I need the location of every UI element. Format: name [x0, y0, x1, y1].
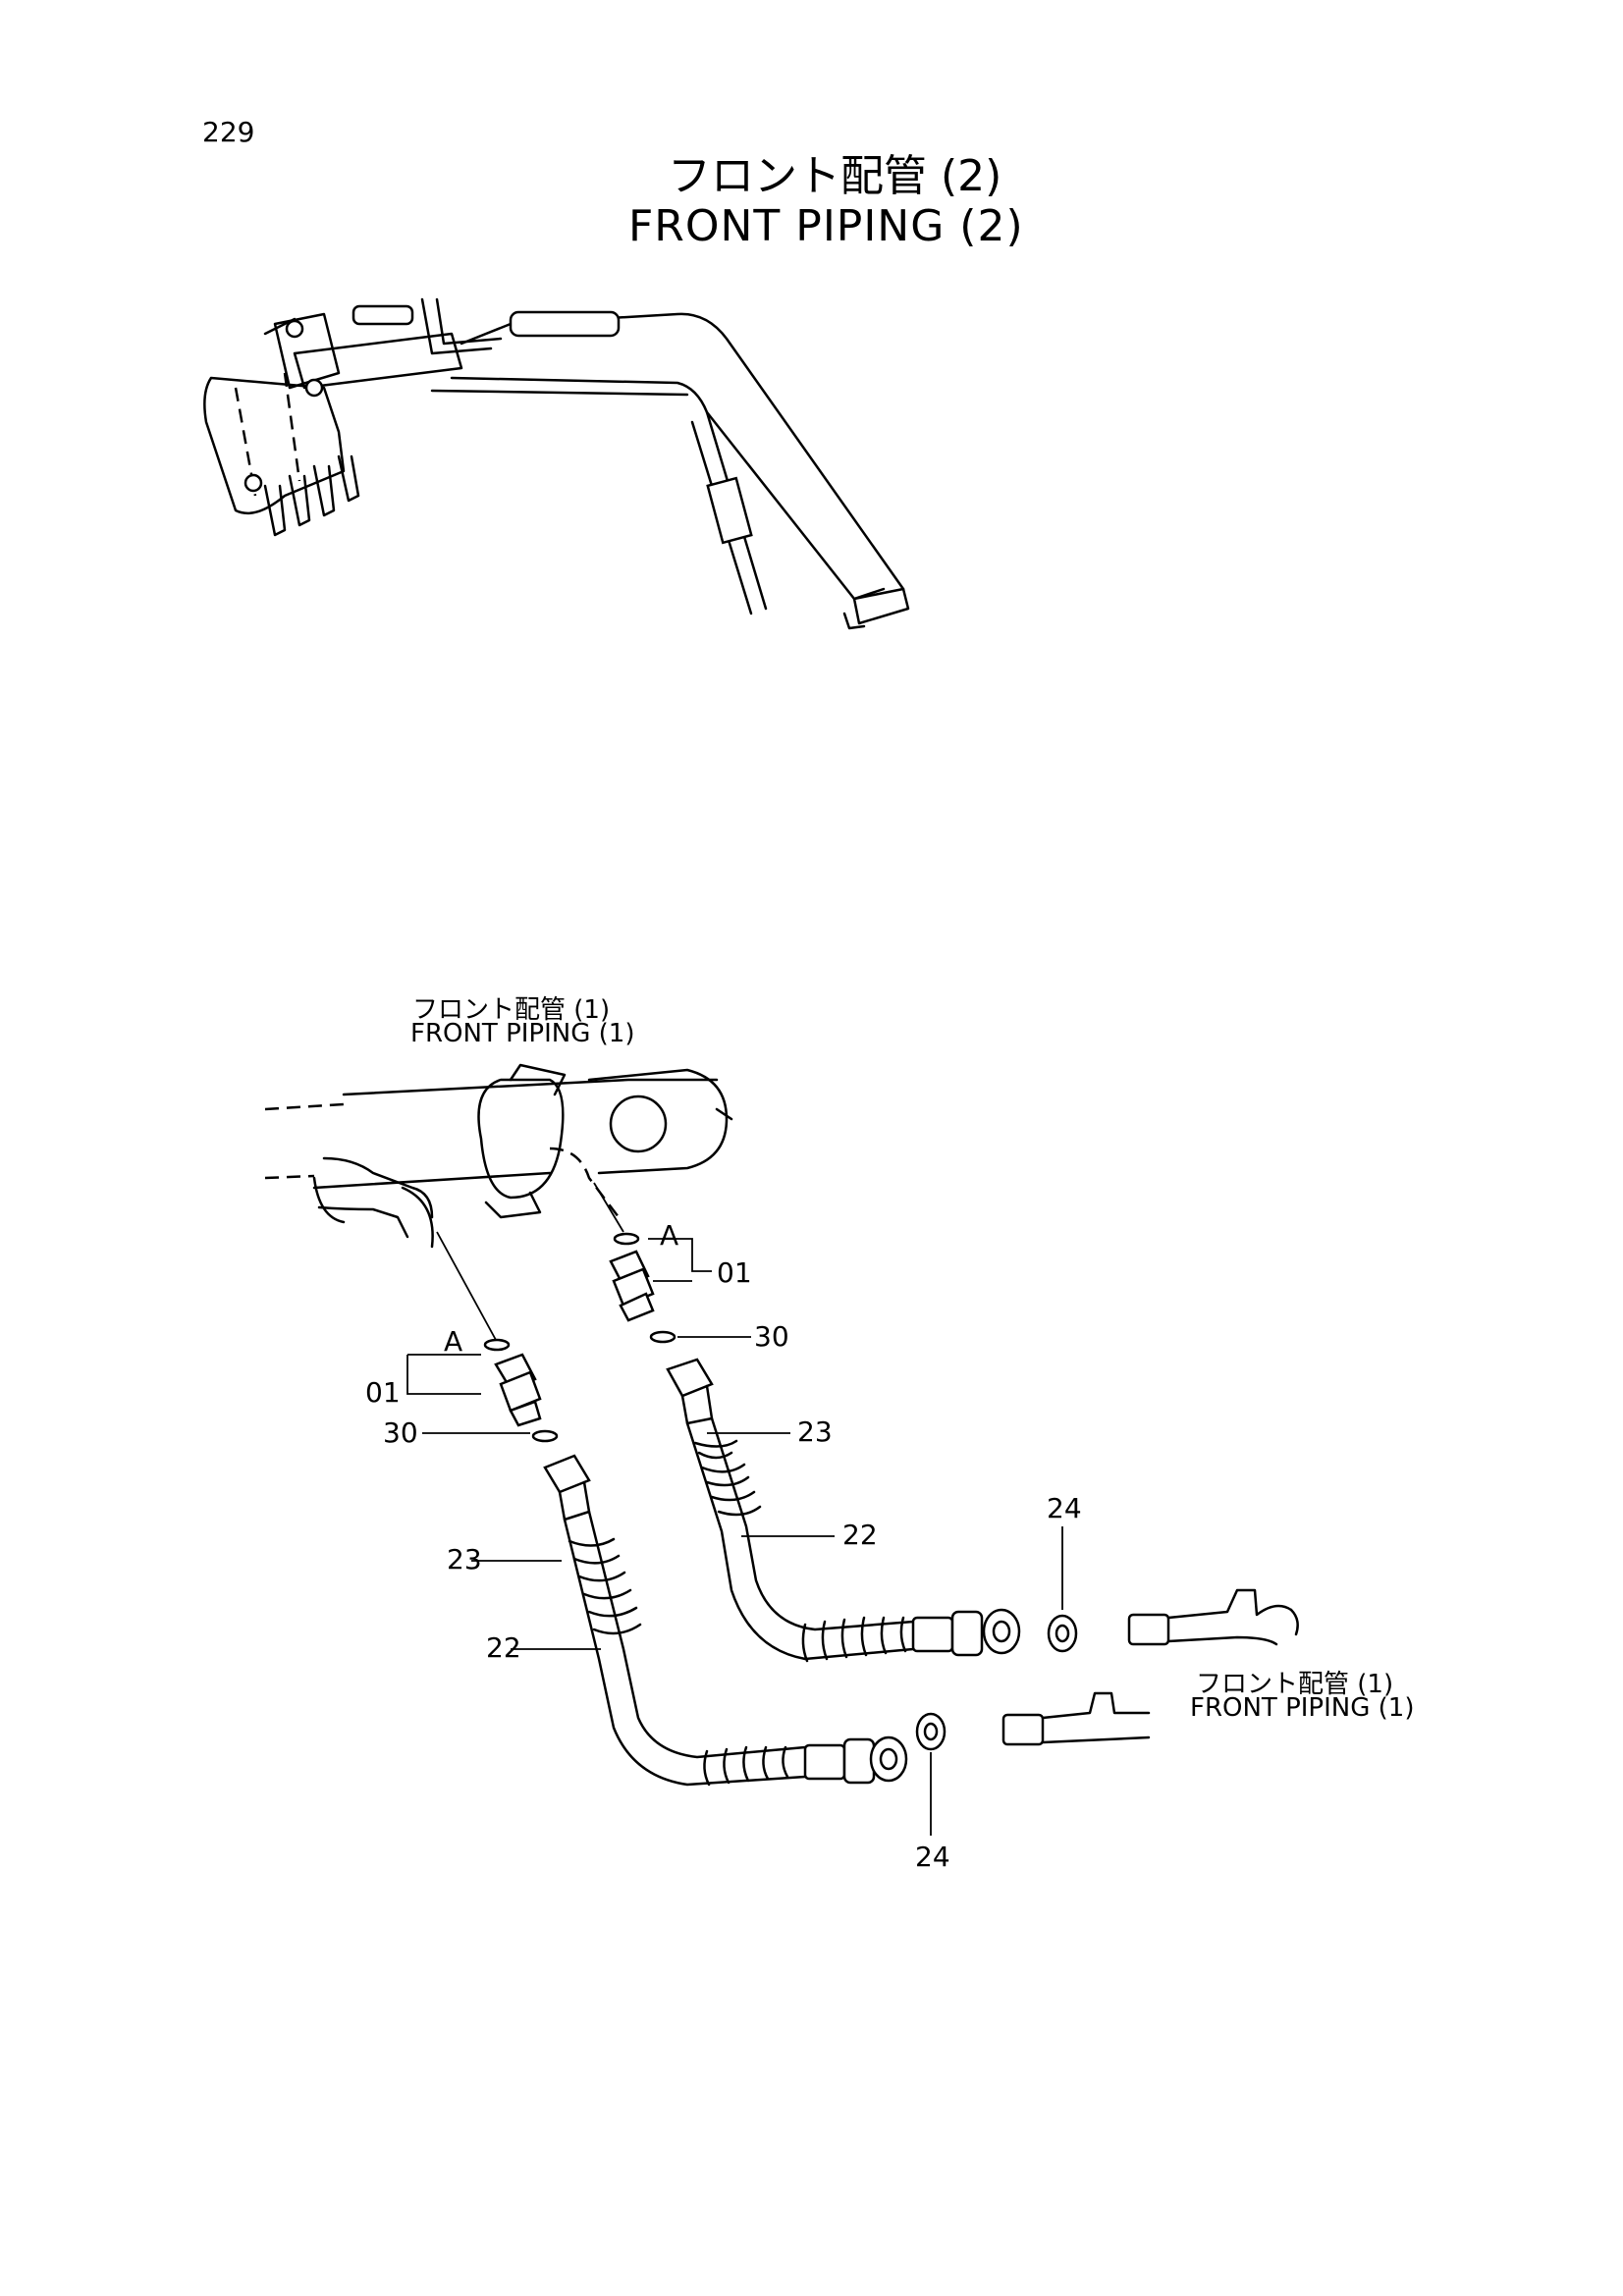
callout-hose-left: 22: [486, 1631, 521, 1664]
title-japanese: フロント配管 (2): [668, 151, 1002, 201]
reference-label-top-jp: フロント配管 (1): [412, 995, 611, 1025]
page-number: 229: [202, 116, 255, 148]
detail-marker-a-left: A: [444, 1325, 463, 1358]
callout-hose-right: 22: [842, 1519, 878, 1551]
callout-adapter-right: 01: [717, 1256, 752, 1289]
title-english: FRONT PIPING (2): [628, 201, 1024, 251]
callout-oring-right: 30: [754, 1320, 789, 1353]
callout-washer-top: 24: [1047, 1492, 1082, 1524]
reference-label-top-en: FRONT PIPING (1): [410, 1019, 635, 1048]
detail-marker-a-right: A: [660, 1219, 679, 1252]
callout-adapter-left: 01: [365, 1376, 401, 1409]
callout-spring-left: 23: [447, 1543, 482, 1575]
reference-label-right-en: FRONT PIPING (1): [1190, 1693, 1415, 1723]
reference-label-right-jp: フロント配管 (1): [1196, 1670, 1394, 1699]
excavator-overview-drawing: [203, 297, 910, 630]
piping-detail-drawing: [264, 1063, 1299, 1836]
callout-oring-left: 30: [383, 1416, 418, 1449]
callout-spring-right: 23: [797, 1415, 833, 1448]
callout-washer-bottom: 24: [915, 1841, 950, 1873]
